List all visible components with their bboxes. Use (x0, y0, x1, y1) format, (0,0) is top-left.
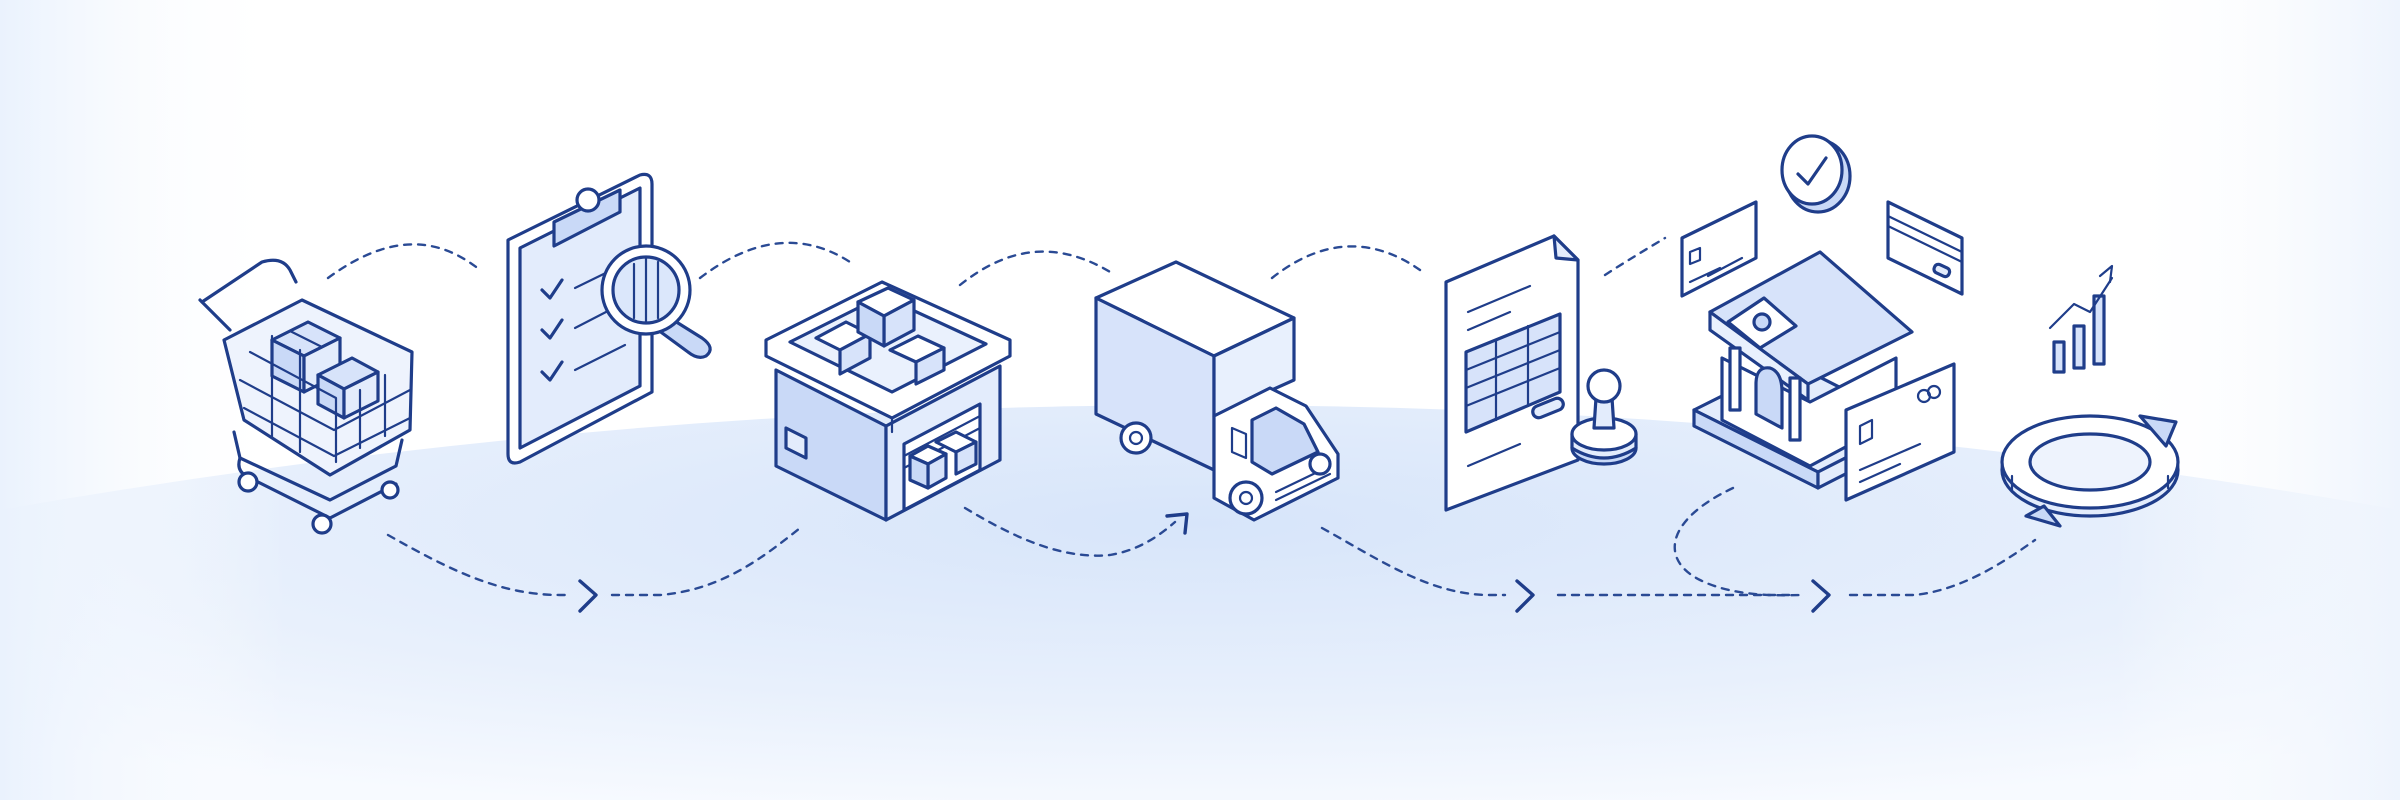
growth-chart-icon (2048, 264, 2114, 374)
flow-arrow-4 (1811, 579, 1831, 613)
shopping-cart-icon (198, 258, 414, 535)
warehouse-icon (764, 280, 1012, 522)
connector-9 (1320, 526, 1507, 597)
invoice-stamp-icon (1444, 234, 1638, 512)
connector-11 (1673, 486, 1802, 597)
connector-12 (1848, 538, 2037, 597)
connector-2 (698, 241, 852, 280)
credit-card-icon-left (1680, 200, 1758, 298)
connector-7 (610, 526, 802, 597)
connector-6 (386, 533, 572, 597)
check-badge-icon (1780, 134, 1852, 214)
clipboard-inspection-icon (506, 172, 712, 465)
flow-arrow-2 (1165, 512, 1189, 535)
flow-arrow-3 (1515, 579, 1535, 613)
magnifier-icon (600, 244, 712, 359)
connectors (326, 236, 2037, 597)
flow-arrows (578, 512, 1831, 613)
connector-5 (1603, 236, 1667, 277)
credit-card-icon-front (1844, 362, 1956, 502)
connector-4 (1270, 245, 1422, 280)
connector-3 (958, 250, 1117, 287)
connector-1 (326, 243, 482, 280)
flow-arrow-1 (578, 579, 598, 613)
rubber-stamp-icon (1570, 368, 1638, 466)
cycle-growth-icon (2000, 264, 2180, 528)
bank-payment-icon (1680, 134, 1964, 502)
delivery-truck-icon (1094, 260, 1340, 522)
checklist-rows (540, 264, 627, 382)
credit-card-icon-right (1886, 200, 1964, 296)
refresh-cycle-icon (2000, 414, 2180, 528)
connector-8 (963, 506, 1177, 557)
